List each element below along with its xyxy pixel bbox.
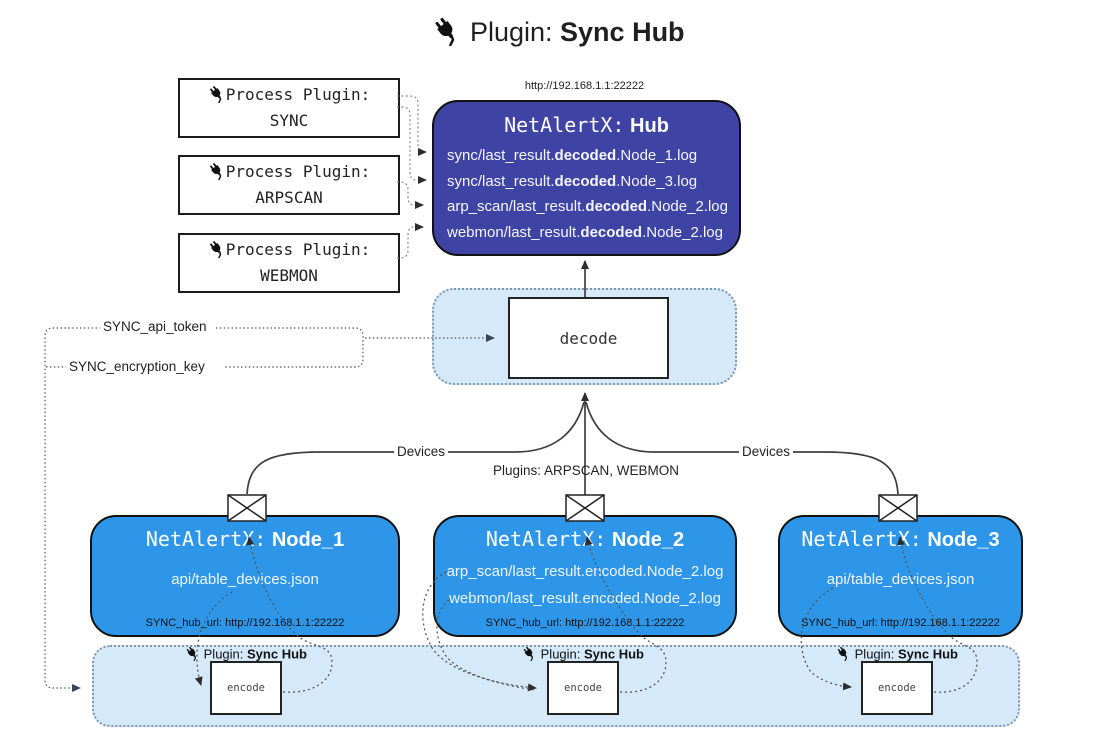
encoder3-label: Plugin: Sync Hub	[836, 646, 958, 662]
title-name: Sync Hub	[560, 17, 685, 48]
node3-hub-url: SYNC_hub_url: http://192.168.1.1:22222	[801, 617, 1000, 629]
plug-icon	[208, 85, 226, 103]
plug-icon	[836, 646, 851, 661]
plug-icon	[208, 240, 226, 258]
encode-box-3: encode	[861, 661, 933, 715]
process-plugin-label: Process Plugin:	[208, 237, 370, 263]
process-plugin-label: Process Plugin:	[208, 82, 370, 108]
process-plugin-label: Process Plugin:	[208, 159, 370, 185]
process-plugin-name: SYNC	[269, 111, 309, 130]
edge-label-plugins: Plugins: ARPSCAN, WEBMON	[492, 463, 680, 478]
node1-box: NetAlertX: Node_1 api/table_devices.json…	[90, 515, 400, 637]
process-plugin-webmon: Process Plugin: WEBMON	[178, 233, 400, 293]
encode-box-1: encode	[210, 661, 282, 715]
page-title: Plugin: Sync Hub	[0, 16, 1117, 48]
hub-url-label: http://192.168.1.1:22222	[524, 80, 645, 92]
node3-box: NetAlertX: Node_3 api/table_devices.json…	[778, 515, 1023, 637]
encode-box-2: encode	[547, 661, 619, 715]
decode-box: decode	[508, 297, 669, 379]
edge-label-devices-right: Devices	[739, 444, 794, 459]
node2-file: arp_scan/last_result.encoded.Node_2.log	[446, 563, 724, 580]
hub-box: NetAlertX: Hub sync/last_result.decoded.…	[432, 100, 741, 256]
hub-log-line: sync/last_result.decoded.Node_1.log	[447, 147, 698, 164]
node3-title: NetAlertX: Node_3	[801, 527, 1000, 551]
process-plugin-arpscan: Process Plugin: ARPSCAN	[178, 155, 400, 215]
plug-icon	[185, 646, 200, 661]
plug-icon	[432, 16, 462, 46]
hub-title: NetAlertX: Hub	[504, 113, 669, 137]
plug-icon	[208, 162, 226, 180]
node2-file: webmon/last_result.encoded.Node_2.log	[449, 590, 721, 607]
node1-file: api/table_devices.json	[171, 571, 319, 588]
node2-title: NetAlertX: Node_2	[485, 527, 685, 551]
process-plugin-name: WEBMON	[260, 266, 318, 285]
encoder1-label: Plugin: Sync Hub	[185, 646, 307, 662]
sync-api-token-label: SYNC_api_token	[100, 319, 210, 334]
node1-title: NetAlertX: Node_1	[145, 527, 345, 551]
sync-encryption-key-label: SYNC_encryption_key	[66, 359, 208, 374]
plugin-to-hub-edges	[397, 95, 427, 259]
hub-log-line: arp_scan/last_result.decoded.Node_2.log	[447, 198, 728, 215]
process-plugin-sync: Process Plugin: SYNC	[178, 78, 400, 138]
hub-log-line: webmon/last_result.decoded.Node_2.log	[447, 223, 723, 241]
hub-log-line: sync/last_result.decoded.Node_3.log	[447, 172, 698, 190]
edge-label-devices-left: Devices	[394, 444, 449, 459]
node3-file: api/table_devices.json	[826, 571, 975, 588]
node2-hub-url: SYNC_hub_url: http://192.168.1.1:22222	[485, 617, 685, 629]
process-plugin-name: ARPSCAN	[255, 188, 323, 207]
title-label: Plugin:	[469, 17, 553, 48]
plug-icon	[522, 646, 537, 661]
node1-hub-url: SYNC_hub_url: http://192.168.1.1:22222	[145, 617, 345, 629]
node2-box: NetAlertX: Node_2 arp_scan/last_result.e…	[433, 515, 737, 637]
encoder2-label: Plugin: Sync Hub	[522, 646, 644, 662]
